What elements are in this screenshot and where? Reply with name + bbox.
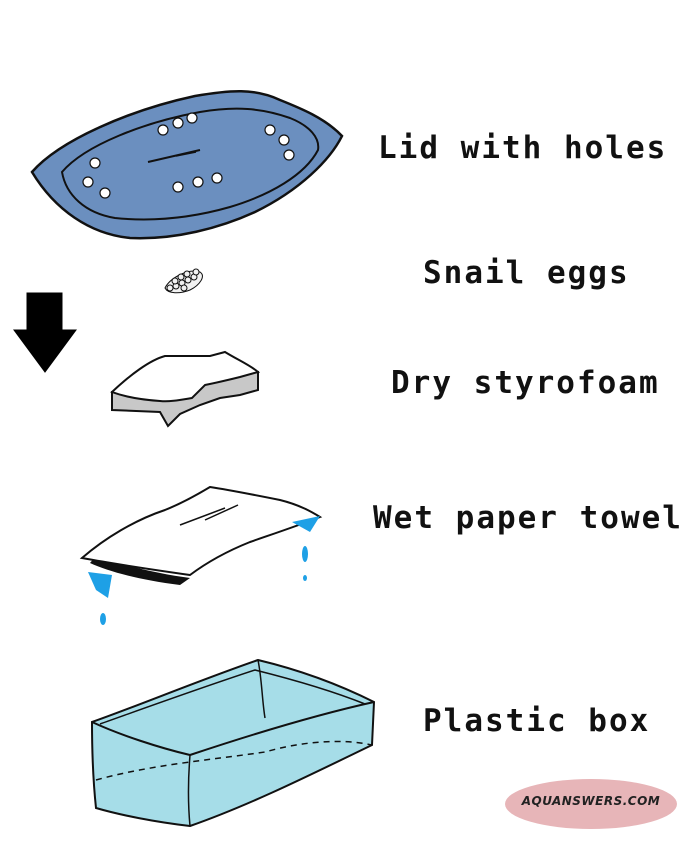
styrofoam-top	[110, 350, 261, 403]
paper-towel-illustration	[79, 485, 323, 625]
box-rim	[91, 701, 375, 757]
box-fold	[257, 659, 266, 719]
label-plastic-box: Plastic box	[423, 703, 651, 739]
water-drop	[88, 572, 112, 598]
box-inner-rim	[99, 669, 366, 725]
lid-hole	[186, 112, 198, 124]
towel-sheet	[79, 485, 323, 577]
water-drop	[292, 516, 320, 532]
towel-crease	[179, 507, 226, 526]
water-drop	[302, 546, 308, 562]
water-drop	[100, 613, 106, 625]
label-wet-paper-towel: Wet paper towel	[373, 500, 683, 536]
towel-crease	[204, 504, 239, 521]
label-lid-with-holes: Lid with holes	[378, 130, 668, 166]
lid-handle-line	[175, 151, 197, 157]
watermark-text: AQUANSWERS.COM	[521, 794, 661, 808]
down-arrow-icon	[13, 292, 77, 373]
box-hidden-edge	[95, 740, 373, 781]
box-body	[90, 658, 376, 828]
plastic-box-illustration	[90, 658, 376, 828]
lid-hole	[157, 124, 169, 136]
lid-handle	[147, 149, 201, 163]
styrofoam-illustration	[110, 350, 261, 428]
snail-eggs-illustration	[164, 268, 203, 294]
lid-hole	[192, 176, 204, 188]
label-snail-eggs: Snail eggs	[423, 255, 630, 291]
lid-hole	[264, 124, 276, 136]
label-dry-styrofoam: Dry styrofoam	[391, 365, 660, 401]
lid-hole	[99, 187, 111, 199]
water-drop	[303, 575, 307, 581]
lid-outer	[30, 90, 344, 240]
lid-hole	[283, 149, 295, 161]
lid-hole	[172, 117, 184, 129]
lid-hole	[211, 172, 223, 184]
lid-hole	[82, 176, 94, 188]
watermark-badge: AQUANSWERS.COM	[505, 779, 677, 829]
box-fold	[187, 754, 191, 827]
lid-hole	[172, 181, 184, 193]
lid-rim	[60, 107, 320, 221]
lid-hole	[89, 157, 101, 169]
lid-hole	[278, 134, 290, 146]
lid-illustration	[30, 90, 344, 240]
